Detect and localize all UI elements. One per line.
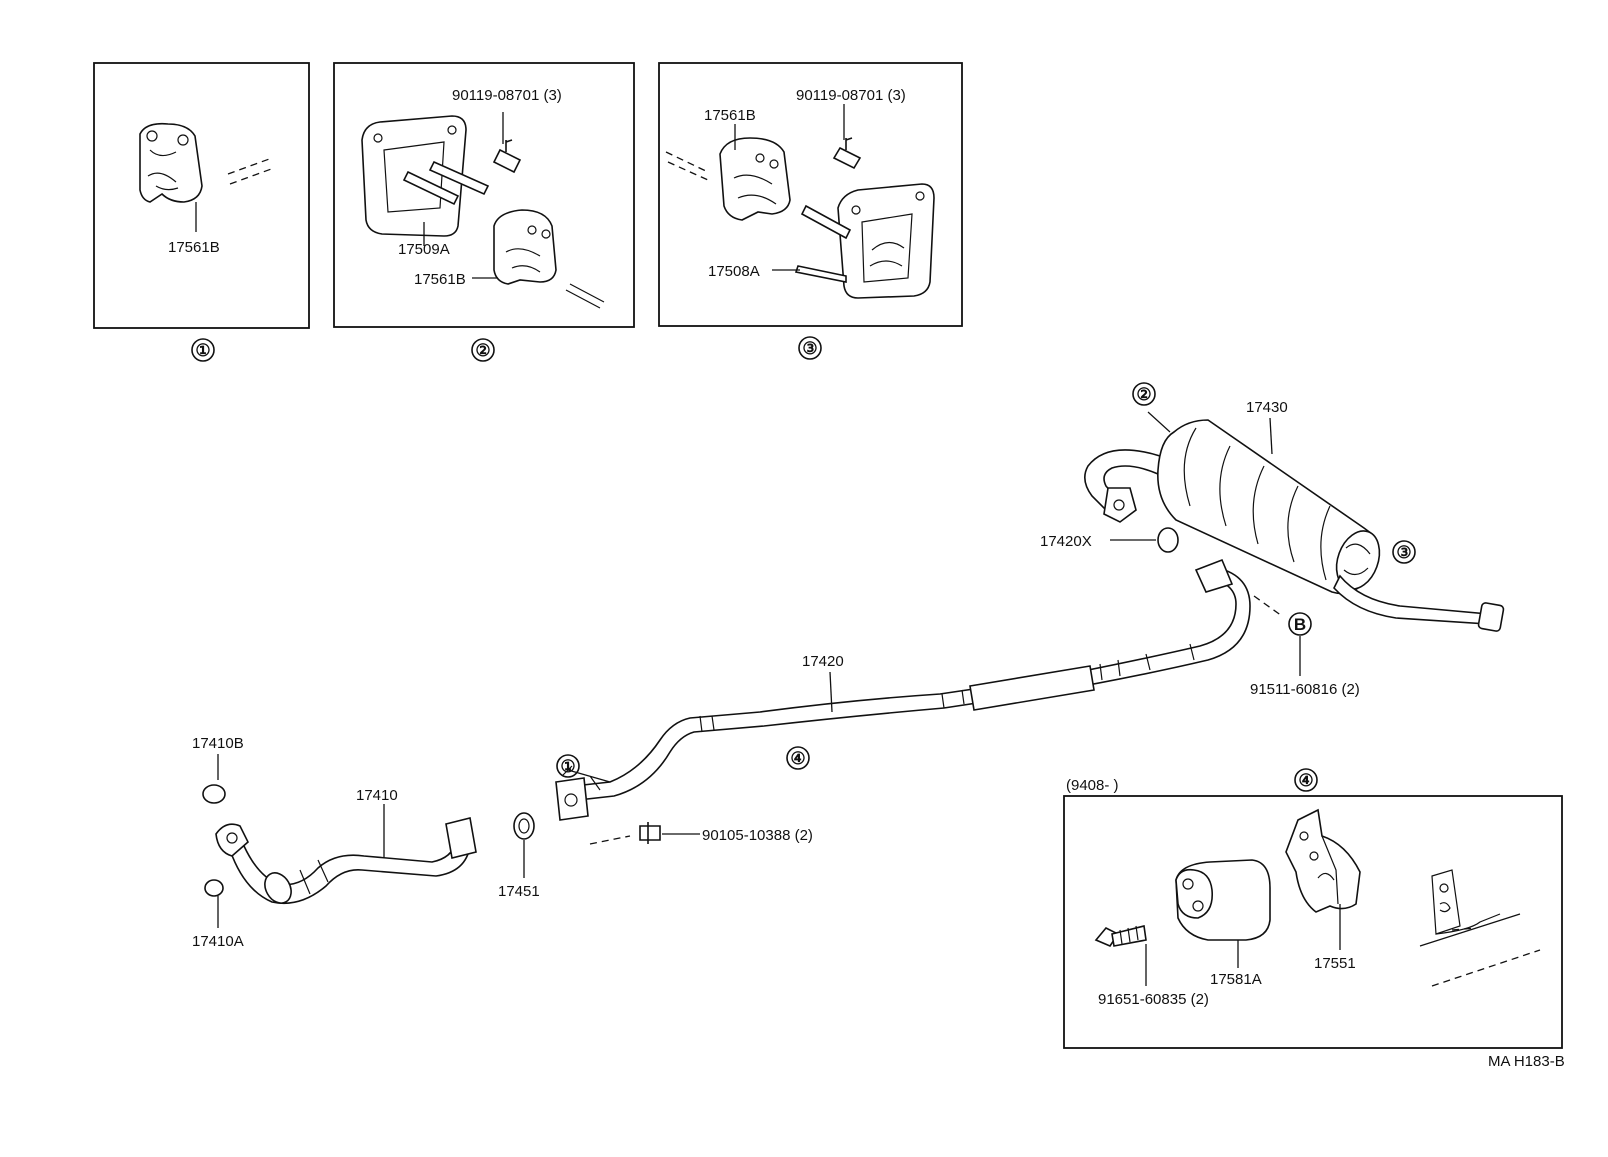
part-label-17410: 17410: [356, 787, 398, 804]
bolt-icon: [492, 139, 522, 174]
rubber-hanger-icon: [1175, 859, 1271, 941]
part-label-90119-2: 90119-08701 (3): [796, 87, 906, 104]
part-label-17410a: 17410A: [192, 933, 244, 950]
inset-2-frame: [333, 62, 635, 328]
rubber-hanger-icon: [719, 137, 791, 221]
dash-line: [1253, 595, 1283, 617]
inset-4: ④ (9408- ) 91651-60835 (2) 17581A 17551: [1063, 768, 1563, 1049]
inset-2: 90119-08701 (3) 17509A 17561B ②: [333, 62, 635, 362]
inset-1: 17561B ①: [93, 62, 310, 362]
part-label-17561b: 17561B: [168, 239, 220, 256]
leader-line: [1269, 417, 1273, 455]
part-label-17420x: 17420X: [1040, 533, 1092, 550]
part-label-17551: 17551: [1314, 955, 1356, 972]
pipe-joint: [264, 872, 292, 904]
pin-dash: [665, 151, 709, 181]
part-label-91511: 91511-60816 (2): [1250, 681, 1360, 698]
front-pipe: 17410B 17410 17410A 17451: [192, 735, 540, 950]
inset-3-frame: [658, 62, 963, 327]
pin-dash: [227, 157, 275, 185]
front-pipe-rear-flange: [445, 817, 477, 859]
pipe-marker-1: ①: [560, 757, 575, 776]
part-label-17561b-3: 17561B: [704, 107, 756, 124]
inset-4-frame: [1063, 795, 1563, 1049]
circle-marker: [191, 338, 215, 362]
circle-marker: [471, 338, 495, 362]
inset-2-marker: ②: [475, 341, 490, 360]
body-mount-detail: [1419, 869, 1541, 987]
circle-marker: [1294, 768, 1318, 792]
part-label-90119: 90119-08701 (3): [452, 87, 562, 104]
gasket-ring-icon: [202, 784, 226, 804]
part-label-91651: 91651-60835 (2): [1098, 991, 1209, 1008]
pipe-marker-4: ④: [790, 749, 805, 768]
center-pipe: B 91511-60816 (2) 17420 ④ ① 90105-10388 …: [555, 558, 1360, 845]
leader-line: [829, 671, 833, 713]
center-pipe-tube: [572, 567, 1251, 801]
resonator: [969, 665, 1095, 711]
hanger-pin: [1147, 411, 1171, 433]
part-label-17509a: 17509A: [398, 241, 450, 258]
muffler-marker-3: ③: [1396, 543, 1411, 562]
center-pipe-rear-flange: [1194, 558, 1234, 593]
inset-4-date-range: (9408- ): [1066, 777, 1119, 794]
inset-1-frame: [93, 62, 310, 329]
bolt-icon: [832, 137, 862, 170]
part-label-17451: 17451: [498, 883, 540, 900]
inset-3-marker: ③: [802, 339, 817, 358]
nut-icon: [204, 879, 224, 897]
front-pipe-flange: [215, 823, 249, 857]
inset-4-marker: ④: [1298, 771, 1313, 790]
circle-marker: [798, 336, 822, 360]
bolt-icon: [639, 822, 661, 844]
bracket-plate-icon: [361, 115, 490, 237]
rubber-hanger-icon: [139, 122, 203, 203]
footer-code: MA H183-B: [1488, 1053, 1565, 1070]
part-label-17430: 17430: [1246, 399, 1288, 416]
gasket-ring-icon: [513, 812, 535, 840]
tail-tip: [1477, 602, 1505, 632]
circle-marker: [1392, 540, 1416, 564]
center-pipe-front-flange: [555, 777, 589, 821]
part-label-17420: 17420: [802, 653, 844, 670]
dash-line: [589, 835, 631, 845]
inset-1-marker: ①: [195, 341, 210, 360]
front-pipe-tube: [228, 841, 471, 905]
rubber-hanger-icon: [493, 209, 557, 285]
gasket-ring-icon: [1157, 527, 1179, 553]
part-label-17561b-2: 17561B: [414, 271, 466, 288]
bolt-icon: [1094, 925, 1147, 947]
main-muffler: ② 17430 17420X ③: [1040, 382, 1505, 632]
marker-b: B: [1294, 615, 1306, 634]
part-label-17581a: 17581A: [1210, 971, 1262, 988]
muffler-marker-2: ②: [1136, 385, 1151, 404]
circle-marker: [786, 746, 810, 770]
bracket-plate-icon: [794, 183, 935, 299]
part-label-17508a: 17508A: [708, 263, 760, 280]
circle-marker: [1288, 612, 1312, 636]
muffler-inlet-flange: [1103, 487, 1137, 523]
circle-marker: [1132, 382, 1156, 406]
pin-dash: [565, 283, 605, 309]
inset-3: 17561B 90119-08701 (3) 17508A ③: [658, 62, 963, 360]
circle-marker: [556, 754, 580, 778]
part-label-17410b: 17410B: [192, 735, 244, 752]
part-label-90105: 90105-10388 (2): [702, 827, 813, 844]
bracket-icon: [1285, 808, 1361, 913]
